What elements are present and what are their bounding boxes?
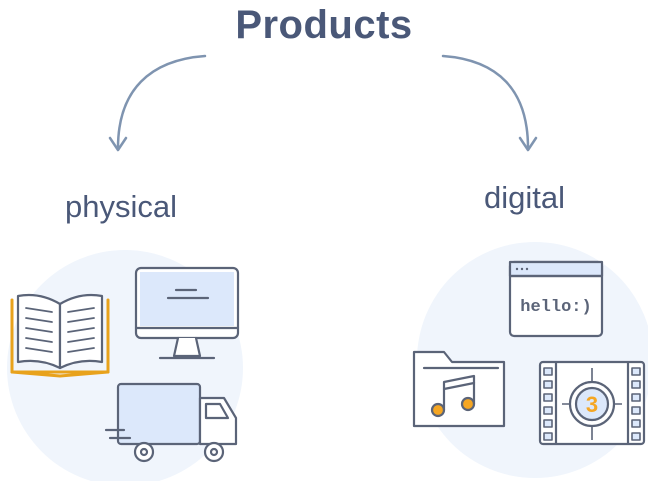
countdown-number: 3 [586,392,598,417]
browser-hello-text: hello:) [520,298,591,317]
music-folder-icon [412,350,506,428]
digital-label: digital [484,180,565,215]
book-icon [10,293,110,378]
diagram-title: Products [235,3,413,47]
browser-window-icon [508,260,604,338]
physical-label: physical [65,189,177,224]
film-countdown-icon [538,360,646,446]
arrow-to-digital [441,54,538,152]
delivery-truck-icon [104,382,238,463]
arrow-to-physical [108,54,207,152]
monitor-icon [134,266,240,360]
